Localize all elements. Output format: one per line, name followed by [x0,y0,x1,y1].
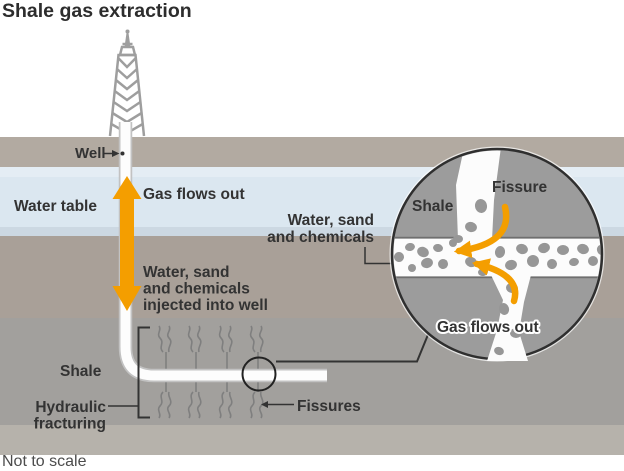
flow-double-arrow [112,176,142,311]
pebble [421,257,433,269]
pebble [494,346,504,356]
well-pipe [118,122,327,383]
drilling-rig [108,29,146,137]
inset-circle: Shale Fissure Gas flows out [389,146,605,362]
inset-gas-flows-out-label: Gas flows out [437,319,539,336]
svg-text:fracturing: fracturing [34,416,106,433]
pebble [465,221,477,233]
pebble [453,235,463,243]
inset-upper-fissure [456,150,501,240]
pebble [494,246,506,258]
magnified-area-circle [241,356,277,392]
svg-text:injected into well: injected into well [143,297,268,314]
bottom-margin [0,455,624,471]
sky-layer [0,0,624,137]
svg-text:and chemicals: and chemicals [143,281,250,298]
inset-lower-fissure [487,275,531,361]
page-title: Shale gas extraction [2,0,192,22]
bedrock-layer [0,425,624,455]
chemicals-label: Water, sand and chemicals [267,212,374,246]
inset-gas-arrow [471,258,519,305]
pebble [569,257,579,267]
rig-brace [112,100,142,113]
inset-shale-label: Shale [412,198,454,215]
pebble [505,259,517,271]
rig-brace [115,79,139,91]
pebble [547,259,557,269]
pebble [438,259,448,269]
water-table-bottom-strip [0,227,624,236]
pebble [433,243,443,253]
rig-brace [116,68,138,80]
rig-brace [113,89,141,102]
rig-ball-icon [125,29,130,34]
well-label: Well [75,145,106,162]
pebble [510,328,522,338]
injection-label: Water, sand and chemicals injected into … [143,264,268,314]
rig-legs [108,53,146,137]
svg-text:Hydraulic: Hydraulic [35,399,106,416]
sand-pebbles [394,199,601,356]
inset-injection-arrow [453,203,510,258]
pebble [474,199,488,213]
pebble [588,256,598,266]
pebble [557,245,569,255]
fissures-label: Fissures [297,398,361,415]
svg-text:and chemicals: and chemicals [267,229,374,246]
pebble [577,243,589,255]
pebble [405,242,415,252]
shale-label: Shale [60,363,102,380]
pebble [394,252,404,262]
rig-brace [117,57,137,69]
inset-connector-line [276,330,431,363]
well-arrowhead-icon [112,150,120,157]
inset-fissure-label: Fissure [492,179,548,196]
hydraulic-fracturing-label: Hydraulic fracturing [34,399,107,433]
well-dot [120,151,125,156]
pebble [538,242,550,254]
pebble [596,245,601,255]
pebble [527,255,539,267]
fissures-arrowhead-icon [261,401,268,408]
pebble [516,243,528,255]
hydraulic-bracket [137,326,150,419]
gas-flows-out-label: Gas flows out [143,186,245,203]
not-to-scale-note: Not to scale [2,453,87,470]
water-table-label: Water table [14,198,97,215]
water-table-top-strip [0,167,624,177]
svg-text:Water, sand: Water, sand [143,264,229,281]
pebble [408,264,416,272]
pebble [417,246,429,258]
svg-text:Water, sand: Water, sand [288,212,374,229]
pebble [498,303,510,315]
